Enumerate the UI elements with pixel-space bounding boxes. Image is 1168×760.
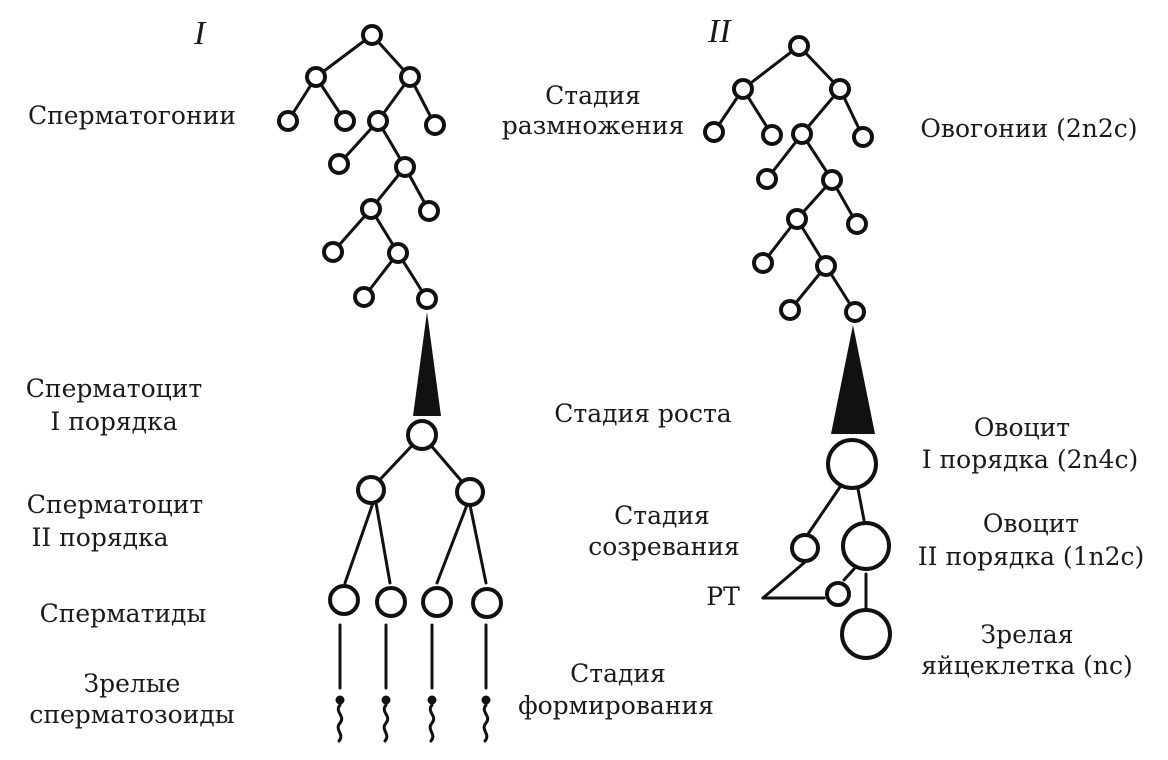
spermatogonium-cell [353, 286, 375, 308]
mature-egg-cell [840, 608, 892, 660]
oogonium-cell [846, 213, 868, 235]
spermatogonium-cell [361, 24, 383, 46]
spermatid-cells [328, 584, 503, 619]
label-mature-sperm-2: сперматозоиды [29, 700, 234, 729]
spermatogonium-cell [334, 110, 356, 132]
label-oocyte-1-line2: I порядка (2n4c) [922, 445, 1139, 474]
oogonium-cell [844, 301, 866, 323]
label-spermatocyte-2-line1: Сперматоцит [27, 490, 203, 519]
oogonium-cell [779, 299, 801, 321]
spermatid-to-sperm-lines [338, 623, 488, 690]
spermatocyte-2-cell [356, 475, 386, 505]
spermatozoon [427, 695, 437, 743]
oogonium-cell [752, 252, 774, 274]
label-stage-multiplication-1: Стадия [545, 81, 641, 110]
label-spermatogonia: Сперматогонии [28, 101, 236, 130]
oocyte-1-cell [826, 438, 878, 490]
spermatid-cell [375, 586, 407, 618]
spermatogonia-cells [277, 24, 446, 310]
spermatocyte-edges [343, 433, 488, 585]
label-spermatids: Сперматиды [40, 599, 207, 628]
oogonium-cell [756, 168, 778, 190]
label-stage-maturation-1: Стадия [614, 501, 710, 530]
label-stage-formation-1: Стадия [570, 659, 666, 688]
label-oogonia: Овогонии (2n2c) [920, 114, 1137, 143]
label-oocyte-1-line1: Овоцит [974, 413, 1070, 442]
oogonium-cell [786, 208, 808, 230]
spermatozoon [335, 695, 345, 743]
spermatogonium-cell [277, 110, 299, 132]
spermatocyte-2-cell [455, 477, 485, 507]
spermatogonium-cell [322, 241, 344, 263]
oogonium-cell [732, 78, 754, 100]
spermatogonium-cell [387, 242, 409, 264]
oocyte-2-cell [841, 521, 891, 571]
oocyte-connections [761, 485, 868, 612]
oogonium-cell [815, 255, 837, 277]
polar-body-cell [825, 581, 851, 607]
spermatogonium-cell [416, 288, 438, 310]
spermatogonium-cell [328, 153, 350, 175]
label-stage-maturation-2: созревания [588, 532, 740, 561]
growth-arrow-left [413, 312, 441, 416]
oogonium-cell [703, 121, 725, 143]
spermatogonium-cell [424, 114, 446, 136]
oogonia-cells [703, 35, 874, 323]
label-oocyte-2-line2: II порядка (1n2c) [918, 542, 1144, 571]
oogonium-cell [788, 35, 810, 57]
spermatogonium-cell [394, 156, 416, 178]
oogonium-cell [821, 169, 843, 191]
spermatid-cell [421, 586, 453, 618]
polar-body-cell [790, 533, 820, 563]
oogonium-cell [761, 124, 783, 146]
oogonium-cell [791, 123, 813, 145]
label-mature-sperm-1: Зрелые [84, 669, 181, 698]
spermatogonium-cell [360, 198, 382, 220]
spermatid-cell [471, 587, 503, 619]
heading-spermatogenesis: I [193, 15, 207, 52]
spermatocyte-1-cell [406, 419, 438, 451]
spermatogonium-cell [418, 200, 440, 222]
spermatogonium-cell [305, 66, 327, 88]
label-spermatocyte-1-line1: Сперматоцит [26, 374, 202, 403]
label-mature-egg-line2: яйцеклетка (nc) [921, 651, 1133, 680]
oogonium-cell [829, 78, 851, 100]
spermatozoa [335, 695, 491, 743]
spermatid-cell [328, 584, 360, 616]
spermatozoon [381, 695, 391, 743]
heading-oogenesis: II [707, 13, 732, 50]
spermatogonium-cell [399, 66, 421, 88]
spermatogonium-cell [367, 110, 389, 132]
spermatozoon [481, 695, 491, 743]
growth-arrow-right [831, 325, 875, 434]
label-spermatocyte-2-line2: II порядка [31, 523, 168, 552]
label-spermatocyte-1-line2: I порядка [50, 407, 177, 436]
label-polar-bodies: РТ [706, 582, 740, 611]
label-stage-growth: Стадия роста [554, 399, 732, 428]
label-oocyte-2-line1: Овоцит [983, 509, 1079, 538]
label-stage-multiplication-2: размножения [502, 111, 685, 140]
label-stage-formation-2: формирования [518, 691, 714, 720]
oogonium-cell [852, 126, 874, 148]
label-mature-egg-line1: Зрелая [981, 620, 1074, 649]
